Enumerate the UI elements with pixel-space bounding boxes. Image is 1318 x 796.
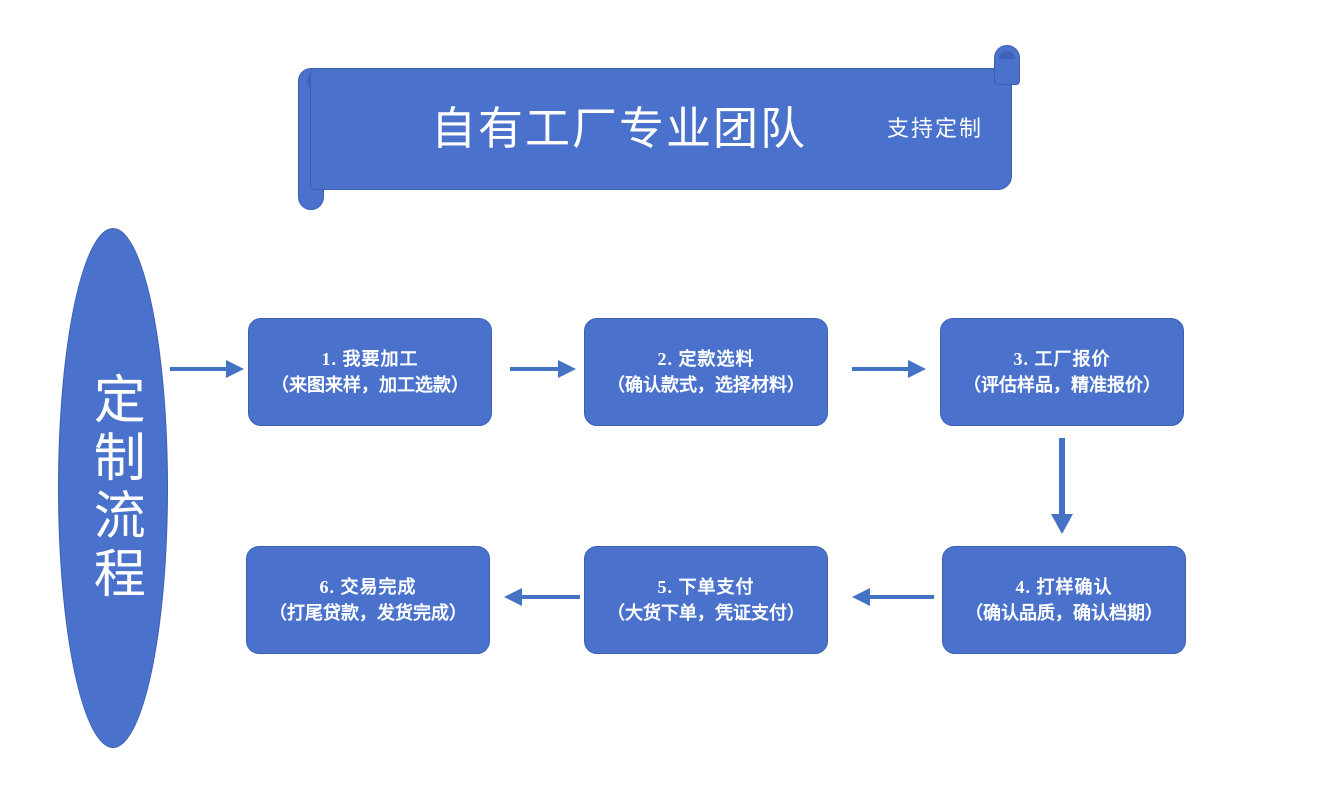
arrow-ellipse-to-step-1 <box>170 352 248 386</box>
step-6-detail: （打尾贷款，发货完成） <box>269 603 467 623</box>
banner-subtitle: 支持定制 <box>887 116 984 141</box>
flow-title-ellipse: 定制流程 <box>58 228 168 748</box>
step-1-detail: （来图来样，加工选款） <box>271 375 469 395</box>
step-5-title: 5. 下单支付 <box>657 576 755 597</box>
arrow-step-5-to-step-6 <box>500 580 580 614</box>
step-2-detail: （确认款式，选择材料） <box>607 375 805 395</box>
banner-title: 自有工厂专业团队 <box>431 103 808 154</box>
step-4-detail: （确认品质，确认档期） <box>965 603 1163 623</box>
process-box-step-5[interactable]: 5. 下单支付 （大货下单，凭证支付） <box>584 546 828 654</box>
process-box-step-3[interactable]: 3. 工厂报价 （评估样品，精准报价） <box>940 318 1184 426</box>
process-box-step-2[interactable]: 2. 定款选料 （确认款式，选择材料） <box>584 318 828 426</box>
step-6-title: 6. 交易完成 <box>319 576 417 597</box>
ribbon-right-curl-icon <box>994 45 1020 85</box>
ribbon-body: 自有工厂专业团队 支持定制 <box>310 68 1012 190</box>
process-box-step-1[interactable]: 1. 我要加工 （来图来样，加工选款） <box>248 318 492 426</box>
arrow-step-4-to-step-5 <box>848 580 934 614</box>
step-4-title: 4. 打样确认 <box>1015 576 1113 597</box>
arrow-step-2-to-step-3 <box>852 352 930 386</box>
step-5-detail: （大货下单，凭证支付） <box>607 603 805 623</box>
step-2-title: 2. 定款选料 <box>657 348 755 369</box>
step-1-title: 1. 我要加工 <box>321 348 419 369</box>
header-ribbon-banner: 自有工厂专业团队 支持定制 <box>296 45 1026 210</box>
arrow-step-1-to-step-2 <box>510 352 580 386</box>
step-3-title: 3. 工厂报价 <box>1013 348 1111 369</box>
ribbon-right-curl-fill <box>999 59 1015 71</box>
flow-title-label: 定制流程 <box>85 372 143 604</box>
process-box-step-6[interactable]: 6. 交易完成 （打尾贷款，发货完成） <box>246 546 490 654</box>
arrow-step-3-to-step-4 <box>1046 438 1080 538</box>
step-3-detail: （评估样品，精准报价） <box>963 375 1161 395</box>
process-box-step-4[interactable]: 4. 打样确认 （确认品质，确认档期） <box>942 546 1186 654</box>
